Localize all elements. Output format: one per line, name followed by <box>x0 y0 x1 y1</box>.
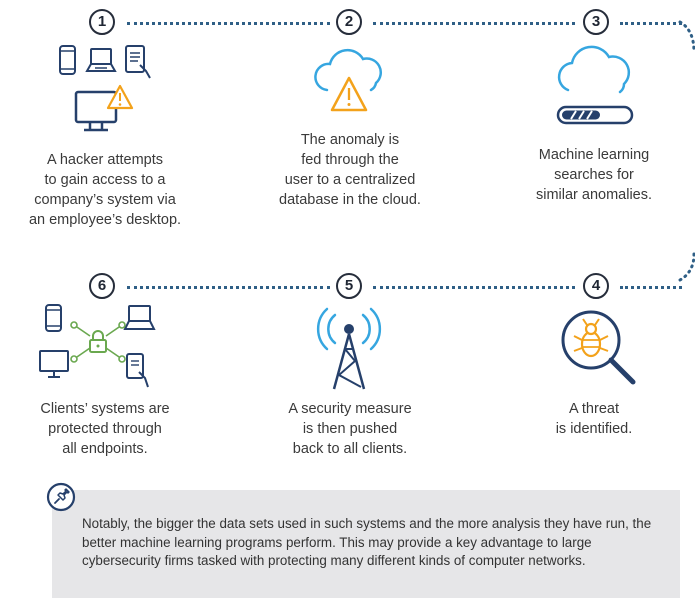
connector-5-4 <box>373 286 575 289</box>
caption-line: company’s system via <box>34 192 176 208</box>
connector-6-5 <box>127 286 330 289</box>
protected-endpoints-icon <box>39 304 156 388</box>
connector-right-curve <box>678 20 695 282</box>
caption-line: protected through <box>48 421 162 437</box>
caption-line: A hacker attempts <box>46 152 164 168</box>
step-3-number: 3 <box>583 9 609 35</box>
caption-line: database in the cloud. <box>279 192 421 208</box>
connector-2-3 <box>373 22 575 25</box>
cloud-warning-icon <box>314 48 382 112</box>
step-4-number: 4 <box>583 273 609 299</box>
caption-line: back to all clients. <box>292 441 408 457</box>
connector-3-out <box>620 22 682 25</box>
caption-line: Clients’ systems are <box>40 401 170 417</box>
step-4-caption: A threat is identified. <box>509 399 679 439</box>
laptop-icon <box>85 48 117 72</box>
caption-line: A security measure <box>288 401 412 417</box>
cloud-progress-icon <box>556 45 634 125</box>
step-2-caption: The anomaly is fed through the user to a… <box>265 130 435 210</box>
bug-magnifier-icon <box>561 310 636 385</box>
caption-line: The anomaly is <box>300 132 400 148</box>
step-3-caption: Machine learning searches for similar an… <box>509 145 679 205</box>
caption-line: to gain access to a <box>44 172 166 188</box>
step-5-number: 5 <box>336 273 362 299</box>
step-1-number: 1 <box>89 9 115 35</box>
broadcast-tower-icon <box>316 307 382 390</box>
connector-1-2 <box>127 22 330 25</box>
caption-line: all endpoints. <box>62 441 148 457</box>
note-text: Notably, the bigger the data sets used i… <box>82 516 652 568</box>
tablet-hand-icon <box>125 45 151 79</box>
connector-4-in <box>620 286 682 289</box>
step-5-caption: A security measure is then pushed back t… <box>265 399 435 459</box>
caption-line: similar anomalies. <box>535 187 653 203</box>
desktop-warning-icon <box>74 84 134 132</box>
caption-line: user to a centralized <box>284 172 416 188</box>
step-6-caption: Clients’ systems are protected through a… <box>20 399 190 459</box>
caption-line: is then pushed <box>302 421 398 437</box>
step-2-number: 2 <box>336 9 362 35</box>
step-1-caption: A hacker attempts to gain access to a co… <box>20 150 190 230</box>
caption-line: fed through the <box>301 152 399 168</box>
caption-line: A threat <box>569 401 619 417</box>
caption-line: Machine learning <box>538 147 650 163</box>
smartphone-icon <box>59 45 76 75</box>
caption-line: an employee’s desktop. <box>28 212 182 228</box>
caption-line: is identified. <box>555 421 633 437</box>
caption-line: searches for <box>554 167 634 183</box>
note-box <box>52 490 680 598</box>
pin-icon <box>46 482 76 512</box>
step-6-number: 6 <box>89 273 115 299</box>
